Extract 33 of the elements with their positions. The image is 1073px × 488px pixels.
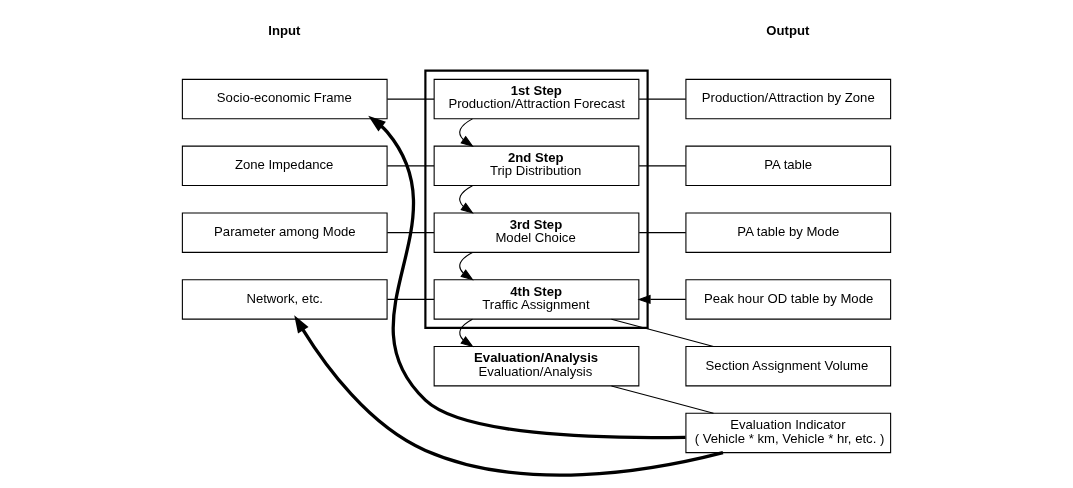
node-box: Evaluation Indicator ( Vehicle * km, Vehicle * hr, etc. ) [685, 412, 892, 454]
node-box: Peak hour OD table by Mode [685, 279, 892, 320]
node-box: Parameter among Mode [181, 212, 388, 253]
arrow [459, 185, 474, 214]
arrow [637, 294, 687, 304]
connector [610, 318, 715, 347]
arrow [294, 315, 724, 477]
arrow [459, 318, 474, 348]
connector [386, 98, 435, 100]
arrow [368, 115, 686, 440]
arrow [459, 118, 474, 147]
connector [610, 385, 715, 414]
node-box: 4th Step Traffic Assignment [433, 279, 640, 320]
node-box: Socio-economic Frame [181, 78, 388, 120]
node-box: Evaluation/Analysis Evaluation/Analysis [433, 345, 640, 387]
connector [638, 232, 687, 234]
label: Output [766, 22, 810, 38]
node-box: 2nd Step Trip Distribution [433, 145, 640, 187]
connector [638, 98, 687, 100]
node-box: Network, etc. [181, 279, 388, 320]
arrow [459, 251, 474, 281]
connector [638, 165, 687, 167]
node-box: 3rd Step Model Choice [433, 212, 640, 253]
node-box: PA table [685, 145, 892, 187]
node-box: 1st Step Production/Attraction Forecast [433, 78, 640, 120]
label: Input [268, 22, 301, 38]
connector [386, 165, 435, 167]
connector [386, 232, 435, 234]
connector [386, 298, 435, 300]
node-box: Zone Impedance [181, 145, 388, 187]
node-box: Production/Attraction by Zone [685, 78, 892, 120]
node-box: PA table by Mode [685, 212, 892, 253]
node-box: Section Assignment Volume [685, 345, 892, 387]
